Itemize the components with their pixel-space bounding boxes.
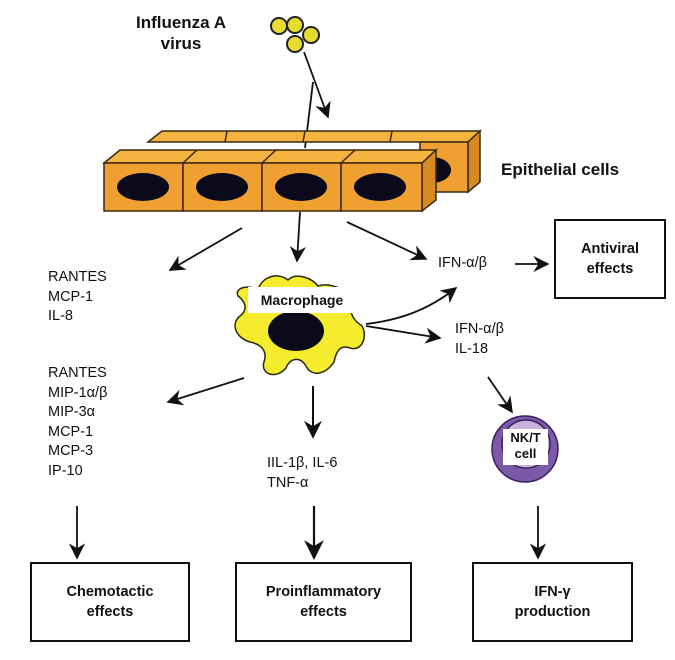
cytokine: TNF-α [267,474,309,491]
macrophage-ifn-list: IFN-α/β IL-18 [455,320,504,359]
chemotactic-effects-box: Chemotactic effects [30,562,190,642]
antiviral-effects-box: Antiviral effects [554,219,666,299]
virion [270,17,288,35]
virus-particles [270,16,320,53]
cytokine: MCP-1 [48,288,94,305]
arrow-to-epithelial-chemokines [168,227,243,271]
cytokine: IL-8 [48,308,73,324]
cytokine: IL-18 [455,340,489,357]
cytokine: MIP-3α [48,404,96,420]
arrow-to-macrophage-chemokines [166,377,245,406]
nucleus [354,173,406,201]
virion [286,16,304,34]
virion [286,35,304,53]
nucleus [196,173,248,201]
ifn-gamma-production-box: IFN-γ production [472,562,633,642]
arrow-to-nkt [487,376,513,414]
proinflammatory-effects-box: Proinflammatory effects [235,562,412,642]
epithelium-front-row [101,148,438,213]
virus-label: Influenza A virus [135,13,227,53]
cytokine: MCP-3 [48,443,94,459]
nucleus [275,173,327,201]
epithelial-cells-label: Epithelial cells [501,160,620,179]
arrow-macrophage-to-il18 [365,325,442,344]
epithelial-chemokine-list: RANTES MCP-1 IL-8 [48,268,107,327]
proinflammatory-cytokine-list: IIL-1β, IL-6 TNF-α [267,454,337,493]
cytokine: RANTES [48,269,107,285]
cytokine: IFN-α/β [455,321,504,337]
macrophage-chemokine-list: RANTES MIP-1α/β MIP-3α MCP-1 MCP-3 IP-10 [48,364,107,481]
cytokine: MIP-1α/β [48,384,108,401]
arrow-to-macrophage [289,211,306,263]
epithelial-ifn-label: IFN-α/β [438,255,487,271]
nucleus [117,173,169,201]
cytokine: IP-10 [48,462,83,479]
arrow-to-ifn [346,221,428,261]
macrophage-nucleus [268,311,324,351]
arrow-macrophage-to-ifn [365,286,458,325]
virion [302,26,320,44]
macrophage-label: Macrophage [248,287,356,313]
nkt-cell-label: NK/T cell [503,429,548,465]
virus-entry-arrow [303,51,331,119]
cytokine: MCP-1 [48,423,94,440]
cytokine: RANTES [48,365,107,381]
cytokine: IIL-1β, IL-6 [267,455,338,471]
